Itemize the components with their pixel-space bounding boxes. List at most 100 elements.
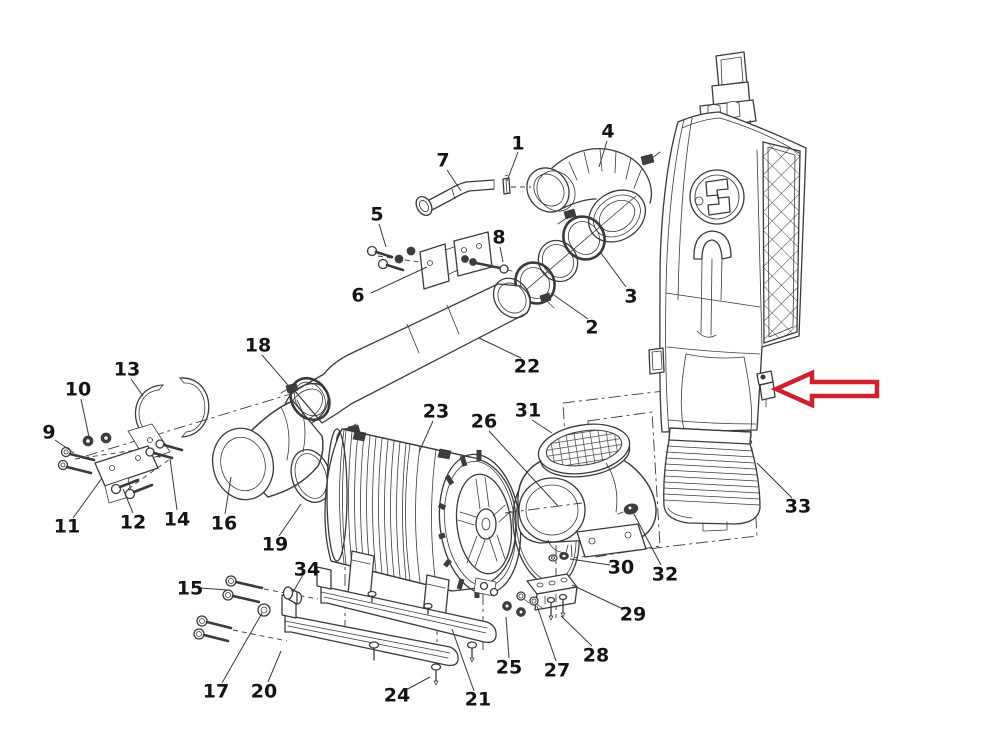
- part-label-4: 4: [601, 121, 614, 143]
- part-label-16: 16: [211, 513, 237, 535]
- leader-line-12: [122, 488, 134, 514]
- part-label-23: 23: [423, 401, 449, 423]
- part-label-15: 15: [177, 578, 203, 600]
- part-21-rear-rail: [316, 566, 497, 663]
- leader-line-5: [378, 223, 387, 248]
- leader-line-33: [756, 462, 793, 499]
- part-label-12: 12: [120, 512, 146, 534]
- part-label-14: 14: [164, 509, 190, 531]
- part-label-30: 30: [608, 557, 634, 579]
- part-label-34: 34: [294, 559, 320, 581]
- leader-line-13: [130, 378, 144, 397]
- part-label-13: 13: [114, 359, 140, 381]
- leader-line-3: [600, 252, 627, 288]
- part-25-27-nuts: [502, 591, 543, 617]
- air-intake-stack: [648, 51, 807, 433]
- part-12-bolts: [110, 458, 171, 500]
- leader-line-32: [633, 513, 662, 566]
- part-label-21: 21: [465, 689, 491, 711]
- part-28-bolts: [546, 593, 568, 621]
- part-label-2: 2: [585, 317, 598, 339]
- part-13-clamp-band: [127, 377, 210, 461]
- leader-line-10: [80, 398, 90, 438]
- part-18-clamp: [280, 376, 331, 422]
- stack-mounting-clip: [756, 370, 776, 408]
- part-label-9: 9: [42, 422, 55, 444]
- leader-line-25: [505, 616, 510, 659]
- leader-line-2: [550, 292, 589, 320]
- part-label-1: 1: [511, 133, 524, 155]
- leader-line-26: [488, 430, 559, 507]
- part-label-10: 10: [65, 379, 91, 401]
- leader-line-7: [446, 169, 462, 192]
- part-label-18: 18: [245, 335, 271, 357]
- leader-line-28: [560, 615, 593, 647]
- part-3-hose-clamp: [557, 208, 606, 261]
- leader-line-9: [54, 439, 75, 454]
- intermediate-ring: [537, 239, 579, 283]
- part-30-washers: [548, 552, 569, 562]
- part-10-nuts: [82, 432, 112, 447]
- leader-line-4: [598, 140, 608, 168]
- leader-line-15: [199, 587, 229, 591]
- part-7-vent-pipe: [415, 179, 495, 216]
- part-label-17: 17: [203, 681, 229, 703]
- part-label-7: 7: [436, 150, 449, 172]
- highlight-arrow: [770, 369, 880, 409]
- part-22-intake-pipe: [283, 277, 532, 428]
- part-label-29: 29: [620, 604, 646, 626]
- part-17-nut: [257, 603, 271, 617]
- part-label-3: 3: [624, 286, 637, 308]
- part-label-6: 6: [351, 285, 364, 307]
- side-grille: [762, 141, 801, 344]
- leader-line-24: [403, 676, 431, 692]
- leader-line-16: [224, 476, 232, 515]
- part-6-bracket: [419, 231, 493, 290]
- leader-line-17: [221, 612, 263, 684]
- leader-line-27: [536, 605, 557, 662]
- part-label-19: 19: [262, 534, 288, 556]
- part-4-corrugated-elbow: [526, 147, 661, 243]
- leader-line-22: [478, 337, 522, 359]
- leader-line-29: [571, 584, 624, 610]
- leader-line-20: [267, 650, 282, 683]
- leader-line-23: [418, 420, 434, 453]
- part-5-bolts: [366, 245, 427, 272]
- part-14-bolts: [145, 439, 184, 460]
- leader-line-31: [531, 419, 553, 434]
- leader-line-14: [169, 458, 178, 511]
- leader-line-11: [72, 477, 103, 519]
- part-16-rubber-elbow: [211, 399, 324, 501]
- part-label-31: 31: [515, 400, 541, 422]
- part-31-intake-elbow: [517, 423, 657, 558]
- stack-handle: [693, 230, 732, 338]
- leader-line-18: [261, 354, 294, 392]
- part-label-20: 20: [251, 681, 277, 703]
- part-label-33: 33: [785, 496, 811, 518]
- leader-line-6: [370, 266, 428, 294]
- part-23-filter-housing: [324, 428, 522, 621]
- part-label-8: 8: [492, 227, 505, 249]
- leader-line-30: [569, 558, 611, 566]
- brand-logo: [689, 169, 745, 225]
- part-8-bolt: [461, 255, 513, 274]
- part-label-27: 27: [544, 660, 570, 682]
- part-label-32: 32: [652, 564, 678, 586]
- leader-line-19: [278, 503, 302, 537]
- part-label-11: 11: [54, 516, 80, 538]
- part-label-26: 26: [471, 411, 497, 433]
- leader-line-21: [451, 628, 475, 692]
- leader-line-8: [499, 246, 504, 263]
- leader-line-34: [292, 574, 304, 593]
- part-label-22: 22: [514, 356, 540, 378]
- part-label-5: 5: [370, 204, 383, 226]
- part-1-hose-fitting: [502, 174, 531, 195]
- elbow-axis-line: [504, 502, 583, 514]
- leader-line-1: [506, 151, 519, 182]
- part-32-grommet: [617, 503, 639, 515]
- part-label-25: 25: [496, 657, 522, 679]
- part-label-24: 24: [384, 685, 410, 707]
